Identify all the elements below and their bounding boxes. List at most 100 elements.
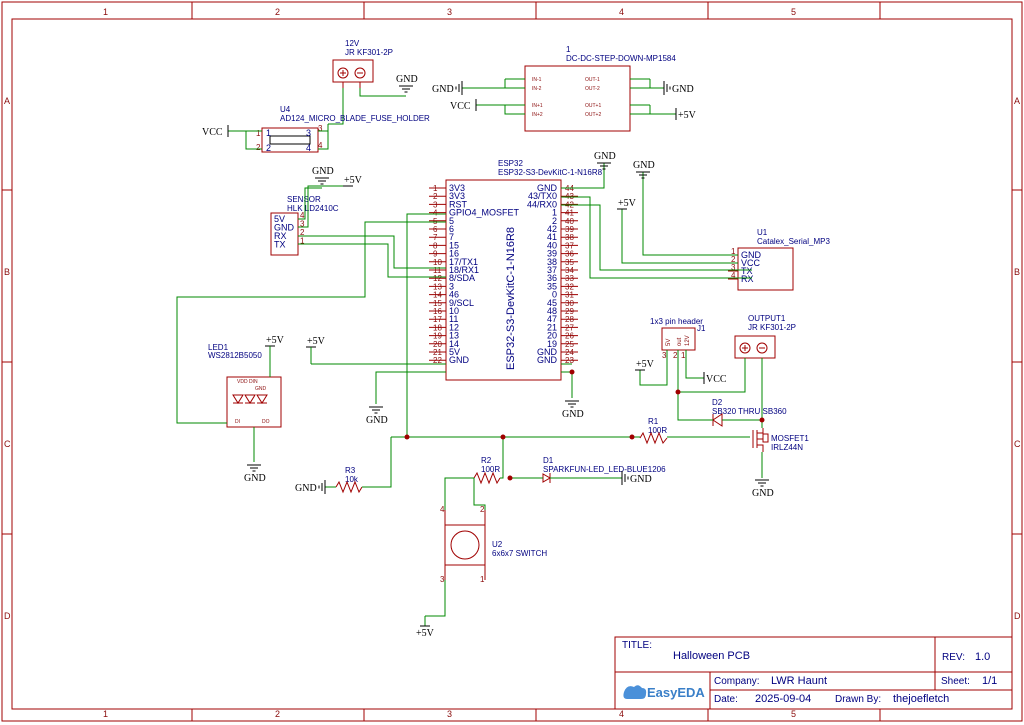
- title-label: TITLE:: [622, 640, 652, 651]
- gnd-label: GND: [432, 84, 454, 95]
- svg-text:1: 1: [266, 128, 271, 138]
- esp32-pin-name: 36: [547, 273, 557, 283]
- border-col-4: 4: [619, 7, 624, 17]
- esp32-pin-num: 18: [433, 323, 442, 332]
- dcdc-step-down[interactable]: 1 DC-DC-STEP-DOWN-MP1584 IN-1 IN-2 IN+1 …: [524, 45, 676, 132]
- esp32-pin-name: 48: [547, 306, 557, 316]
- mosfet-ref: MOSFET1: [771, 434, 809, 443]
- svg-text:OUT+2: OUT+2: [585, 112, 601, 118]
- esp32-pin-num: 32: [565, 282, 574, 291]
- border-row-right-A: A: [1014, 96, 1020, 106]
- sheet-value: 1/1: [982, 675, 997, 687]
- connector-12v-value: JR KF301-2P: [345, 48, 393, 57]
- esp32-pin-num: 5: [433, 217, 438, 226]
- drawn-value: thejoefletch: [893, 693, 949, 705]
- esp32-pin-num: 24: [565, 348, 574, 357]
- esp32-pin-name: 35: [547, 281, 557, 291]
- svg-text:GND: GND: [255, 386, 267, 392]
- esp32-pin-name: 9/SCL: [449, 298, 474, 308]
- rev-value: 1.0: [975, 651, 990, 663]
- esp32-pin-num: 37: [565, 241, 574, 250]
- esp32-pin-num: 21: [433, 348, 442, 357]
- dcdc-ref: 1: [566, 45, 571, 54]
- esp32-pin-num: 3: [433, 200, 438, 209]
- sensor-pin-num: 3: [300, 220, 305, 229]
- gnd-label: GND: [752, 488, 774, 499]
- resistor-r2[interactable]: R2 100R: [473, 456, 501, 485]
- border-col-bottom-5: 5: [791, 709, 796, 719]
- fuse-holder-u4[interactable]: U4 AD124_MICRO_BLADE_FUSE_HOLDER 12 12 3…: [256, 105, 430, 153]
- esp32-pin-num: 9: [433, 250, 438, 259]
- esp32-pin-num: 30: [565, 299, 574, 308]
- esp32-pin-name: 41: [547, 232, 557, 242]
- sensor-value: HLK LD2410C: [287, 204, 339, 213]
- switch-value: 6x6x7 SWITCH: [492, 549, 547, 558]
- led1-ref: LED1: [208, 343, 229, 352]
- vcc-label: VCC: [450, 101, 471, 112]
- switch-ref: U2: [492, 540, 503, 549]
- fuse-ref: U4: [280, 105, 291, 114]
- sensor-pin-num: 2: [300, 228, 305, 237]
- svg-text:DI: DI: [235, 419, 240, 425]
- esp32-pin-name: GPIO4_MOSFET: [449, 208, 520, 218]
- esp32-pin-name: GND: [449, 355, 470, 365]
- mp3-pin-name: GND: [741, 250, 762, 260]
- svg-text:OUT-1: OUT-1: [585, 77, 600, 83]
- p5v-label: +5V: [344, 175, 363, 186]
- esp32-pin-num: 4: [433, 209, 438, 218]
- esp32-pin-name: RST: [449, 199, 468, 209]
- esp32-pin-num: 34: [565, 266, 574, 275]
- esp32-right-pins: 44GND4343/TX04244/RX04114023942384137403…: [527, 183, 578, 365]
- rev-label: REV:: [942, 652, 965, 663]
- svg-text:3: 3: [440, 575, 445, 584]
- esp32-pin-num: 35: [565, 258, 574, 267]
- resistor-r1[interactable]: R1 100R: [639, 417, 668, 445]
- esp32-pin-num: 33: [565, 274, 574, 283]
- r3-value: 10k: [345, 475, 359, 484]
- r1-ref: R1: [648, 417, 659, 426]
- esp32-module[interactable]: ESP32 ESP32-S3-DevKitC-1-N16R8 ESP32-S3-…: [429, 159, 603, 381]
- sensor-pin-name: GND: [274, 223, 295, 233]
- led-ws2812b[interactable]: LED1 WS2812B5050 VDD DIN GND DI DO: [208, 343, 282, 428]
- p5v-label: +5V: [678, 110, 697, 121]
- esp32-pin-name: 19: [547, 339, 557, 349]
- connector-output1[interactable]: OUTPUT1 JR KF301-2P: [734, 314, 796, 359]
- mosfet-q1[interactable]: MOSFET1 IRLZ44N: [752, 428, 809, 452]
- p5v-label: +5V: [416, 628, 435, 639]
- border-col-2: 2: [275, 7, 280, 17]
- sensor-pin-name: 5V: [274, 214, 285, 224]
- esp32-pin-num: 6: [433, 225, 438, 234]
- r1-value: 100R: [648, 426, 667, 435]
- esp32-pin-num: 12: [433, 274, 442, 283]
- esp32-pin-num: 26: [565, 332, 574, 341]
- header-value: J1: [697, 324, 706, 333]
- svg-text:4: 4: [318, 141, 323, 150]
- p5v-label: +5V: [618, 198, 637, 209]
- header-pin-num: 2: [673, 351, 678, 360]
- esp32-ref: ESP32: [498, 159, 523, 168]
- led1-value: WS2812B5050: [208, 351, 262, 360]
- easyeda-wordmark: EasyEDA: [647, 685, 705, 700]
- sensor-pin-name: TX: [274, 240, 286, 250]
- esp32-pin-name: 6: [449, 224, 454, 234]
- diode-d2[interactable]: D2 SB320 THRU SB360: [712, 398, 787, 427]
- svg-text:2: 2: [480, 505, 485, 514]
- esp32-value: ESP32-S3-DevKitC-1-N16R8: [498, 168, 603, 177]
- connector-12v[interactable]: 12V JR KF301-2P: [332, 39, 393, 88]
- resistor-r3[interactable]: R3 10k: [335, 466, 363, 494]
- border-row-A: A: [4, 96, 10, 106]
- mp3-pin-num: 1: [731, 247, 736, 256]
- header-pin-num: 3: [662, 351, 667, 360]
- d1-value: SPARKFUN-LED_LED-BLUE1206: [543, 465, 666, 474]
- esp32-pin-name: GND: [537, 183, 558, 193]
- r2-ref: R2: [481, 456, 492, 465]
- esp32-pin-num: 14: [433, 291, 442, 300]
- header-pin-name: 12V: [685, 335, 691, 346]
- esp32-pin-name: 13: [449, 331, 459, 341]
- date-value: 2025-09-04: [755, 693, 811, 705]
